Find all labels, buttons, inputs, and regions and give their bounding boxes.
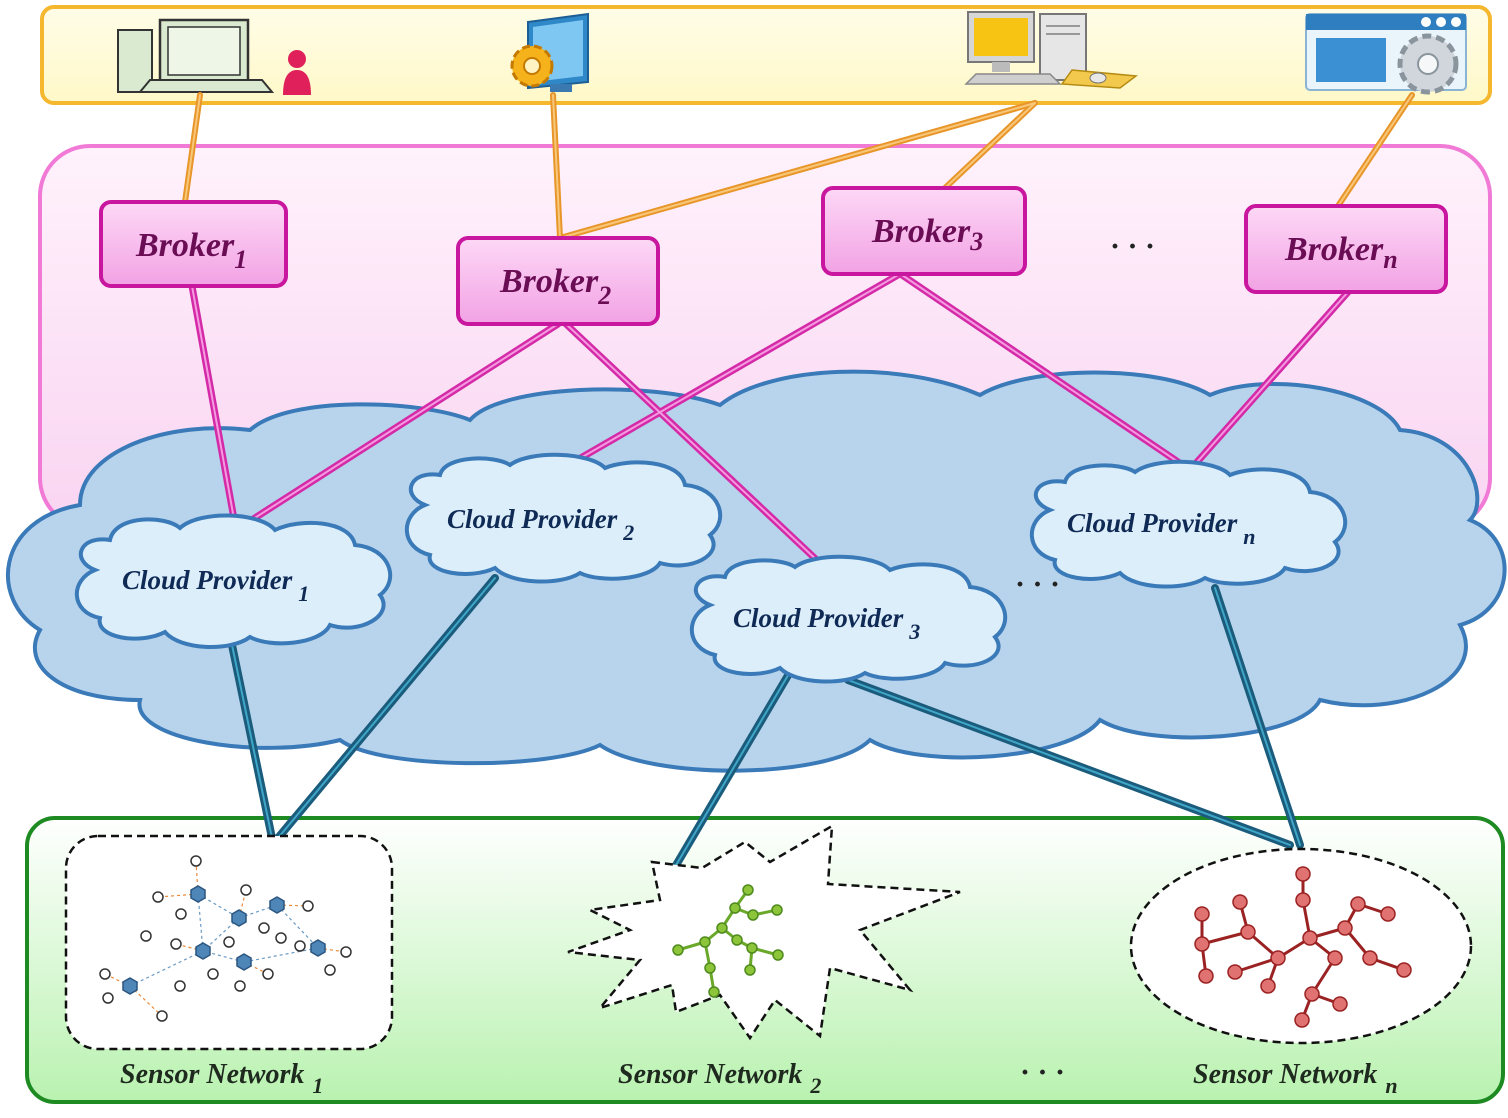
- sensor-network-label: Sensor Network: [1193, 1059, 1377, 1090]
- sensor-network-2-nodes: [672, 884, 784, 998]
- broker-subscript: 1: [234, 245, 247, 274]
- sensor-network-n: Sensor Network n: [1129, 847, 1473, 1098]
- provider-sensor-links-inner: [231, 577, 1301, 873]
- laptop-user-icon: [117, 18, 311, 95]
- broker-label: Broker: [1284, 231, 1384, 268]
- sensor-network-1: Sensor Network 1: [64, 834, 394, 1098]
- sensor-network-1-hubs: [122, 885, 326, 995]
- broker-subscript: 3: [969, 227, 983, 256]
- broker-3: Broker3: [821, 186, 1027, 276]
- broker-provider-links-inner: [191, 274, 1349, 566]
- provider-label: Cloud Provider: [122, 565, 293, 595]
- svg-text:Broker2: Broker2: [499, 263, 611, 310]
- provider-subscript: 3: [908, 619, 920, 644]
- broker-ellipsis: · · ·: [1110, 230, 1155, 263]
- sensor-network-2: Sensor Network 2: [567, 823, 961, 1098]
- provider-label: Cloud Provider: [733, 603, 904, 633]
- user-broker-links-inner: [184, 94, 1413, 239]
- sensor-ellipsis: · · ·: [1020, 1056, 1065, 1089]
- broker-subscript: 2: [597, 281, 611, 310]
- sensor-network-n-nodes: [1194, 866, 1412, 1028]
- broker-subscript: n: [1383, 245, 1397, 274]
- provider-subscript: 2: [622, 520, 634, 545]
- broker-label: Broker: [499, 263, 599, 300]
- gear-monitor-icon: [510, 12, 589, 92]
- broker-2: Broker2: [456, 236, 660, 326]
- provider-label: Cloud Provider: [1067, 508, 1238, 538]
- broker-n: Brokern: [1244, 204, 1448, 294]
- svg-text:Broker3: Broker3: [871, 213, 983, 256]
- sensor-network-subscript: 2: [809, 1073, 821, 1098]
- provider-subscript: 1: [298, 581, 309, 606]
- sensor-network-label: Sensor Network: [618, 1059, 802, 1090]
- sensor-network-label: Sensor Network: [120, 1059, 304, 1090]
- sensor-network-1-leaves: [99, 855, 352, 1022]
- svg-text:Broker1: Broker1: [135, 227, 247, 274]
- sensor-network-subscript: n: [1385, 1073, 1397, 1098]
- app-window-gear-icon: [1305, 13, 1467, 95]
- broker-label: Broker: [871, 213, 971, 250]
- provider-ellipsis: · · ·: [1015, 568, 1060, 601]
- sensor-network-subscript: 1: [312, 1073, 323, 1098]
- broker-label: Broker: [135, 227, 235, 264]
- provider-subscript: n: [1243, 524, 1255, 549]
- provider-label: Cloud Provider: [447, 504, 618, 534]
- desktop-computer-icon: [964, 11, 1139, 89]
- svg-text:Brokern: Brokern: [1284, 231, 1398, 274]
- broker-1: Broker1: [99, 200, 288, 288]
